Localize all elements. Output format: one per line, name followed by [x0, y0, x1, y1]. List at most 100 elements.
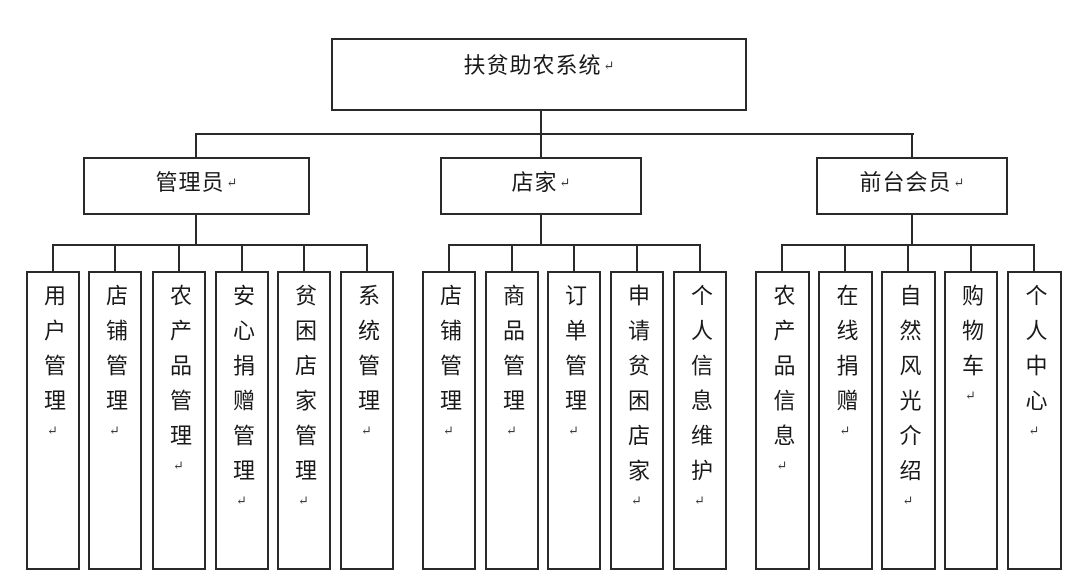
leaf-label: 个人中心↵	[1022, 284, 1048, 439]
connector-line	[52, 244, 368, 246]
leaf-label: 自然风光介绍↵	[896, 284, 922, 509]
leaf-label-text: 购物车	[959, 284, 984, 389]
return-mark-icon: ↵	[838, 424, 854, 439]
leaf-label: 订单管理↵	[562, 284, 587, 439]
node-leaf-agri-product-management: 农产品管理↵	[152, 271, 206, 570]
node-branch-front-member: 前台会员↵	[816, 157, 1008, 215]
return-mark-icon: ↵	[775, 459, 791, 474]
leaf-label-text: 店铺管理	[103, 284, 128, 424]
node-leaf-scenery-introduction: 自然风光介绍↵	[881, 271, 936, 570]
node-branch-shopkeeper: 店家↵	[440, 157, 642, 215]
connector-line	[241, 245, 243, 271]
leaf-label: 安心捐赠管理↵	[230, 284, 255, 509]
leaf-label: 店铺管理↵	[103, 284, 128, 439]
leaf-label: 农产品信息↵	[770, 284, 796, 474]
return-mark-icon: ↵	[630, 494, 645, 509]
leaf-label-text: 店铺管理	[437, 284, 462, 424]
return-mark-icon: ↵	[1027, 424, 1043, 439]
node-leaf-personal-center: 个人中心↵	[1007, 271, 1062, 570]
leaf-label: 贫困店家管理↵	[292, 284, 317, 509]
leaf-label: 店铺管理↵	[437, 284, 462, 439]
connector-line	[540, 134, 542, 157]
connector-line	[781, 245, 783, 271]
connector-line	[911, 215, 913, 245]
connector-line	[52, 245, 54, 271]
return-mark-icon: ↵	[693, 494, 708, 509]
connector-line	[911, 134, 913, 157]
branch-label-text: 店家	[511, 170, 558, 195]
connector-line	[195, 215, 197, 245]
leaf-label-text: 个人中心	[1022, 284, 1048, 424]
leaf-label: 购物车↵	[959, 284, 984, 404]
leaf-label: 商品管理↵	[500, 284, 525, 439]
connector-line	[178, 245, 180, 271]
node-leaf-admin-shop-management: 店铺管理↵	[88, 271, 142, 570]
connector-line	[511, 245, 513, 271]
return-mark-icon: ↵	[964, 389, 979, 404]
leaf-label-text: 用户管理	[41, 284, 66, 424]
return-mark-icon: ↵	[901, 494, 917, 509]
node-leaf-user-management: 用户管理↵	[26, 271, 80, 570]
node-leaf-agri-product-info: 农产品信息↵	[755, 271, 810, 570]
leaf-label: 在线捐赠↵	[833, 284, 859, 439]
node-leaf-poor-shop-management: 贫困店家管理↵	[277, 271, 331, 570]
node-leaf-shopping-cart: 购物车↵	[944, 271, 998, 570]
node-root-system: 扶贫助农系统↵	[331, 38, 747, 111]
node-leaf-apply-poor-shop: 申请贫困店家↵	[610, 271, 664, 570]
node-leaf-order-management: 订单管理↵	[547, 271, 601, 570]
branch-label-text: 前台会员	[859, 170, 952, 195]
leaf-label: 用户管理↵	[41, 284, 66, 439]
leaf-label-text: 商品管理	[500, 284, 525, 424]
connector-line	[540, 215, 542, 245]
leaf-label-text: 在线捐赠	[833, 284, 859, 424]
node-leaf-shop-management: 店铺管理↵	[422, 271, 476, 570]
return-mark-icon: ↵	[360, 424, 375, 439]
return-mark-icon: ↵	[505, 424, 520, 439]
leaf-label-text: 自然风光介绍	[896, 284, 922, 494]
connector-line	[195, 134, 197, 157]
leaf-label-text: 安心捐赠管理	[230, 284, 255, 494]
node-branch-admin: 管理员↵	[83, 157, 310, 215]
leaf-label-text: 申请贫困店家	[625, 284, 650, 494]
node-leaf-online-donation: 在线捐赠↵	[818, 271, 873, 570]
return-mark-icon: ↵	[46, 424, 61, 439]
leaf-label-text: 农产品信息	[770, 284, 796, 459]
connector-line	[699, 245, 701, 271]
connector-line	[1033, 245, 1035, 271]
return-mark-icon: ↵	[297, 494, 312, 509]
return-mark-icon: ↵	[226, 175, 238, 190]
leaf-label: 个人信息维护↵	[688, 284, 713, 509]
branch-label-text: 管理员	[155, 170, 225, 195]
leaf-label-text: 订单管理	[562, 284, 587, 424]
node-leaf-system-management: 系统管理↵	[340, 271, 394, 570]
return-mark-icon: ↵	[442, 424, 457, 439]
connector-line	[970, 245, 972, 271]
connector-line	[366, 245, 368, 271]
leaf-label-text: 农产品管理	[167, 284, 192, 459]
root-label-text: 扶贫助农系统	[463, 53, 602, 78]
return-mark-icon: ↵	[559, 175, 571, 190]
leaf-label: 系统管理↵	[355, 284, 380, 439]
leaf-label: 申请贫困店家↵	[625, 284, 650, 509]
return-mark-icon: ↵	[172, 459, 187, 474]
connector-line	[303, 245, 305, 271]
return-mark-icon: ↵	[953, 175, 965, 190]
leaf-label-text: 贫困店家管理	[292, 284, 317, 494]
connector-line	[195, 133, 914, 135]
node-leaf-personal-info-maintenance: 个人信息维护↵	[673, 271, 727, 570]
return-mark-icon: ↵	[108, 424, 123, 439]
connector-line	[844, 245, 846, 271]
leaf-label-text: 系统管理	[355, 284, 380, 424]
connector-line	[636, 245, 638, 271]
branch-label: 前台会员↵	[860, 171, 965, 195]
return-mark-icon: ↵	[567, 424, 582, 439]
node-leaf-product-management: 商品管理↵	[485, 271, 539, 570]
connector-line	[573, 245, 575, 271]
leaf-label: 农产品管理↵	[167, 284, 192, 474]
connector-line	[907, 245, 909, 271]
leaf-label-text: 个人信息维护	[688, 284, 713, 494]
return-mark-icon: ↵	[235, 494, 250, 509]
branch-label: 管理员↵	[156, 171, 238, 195]
return-mark-icon: ↵	[603, 58, 615, 73]
